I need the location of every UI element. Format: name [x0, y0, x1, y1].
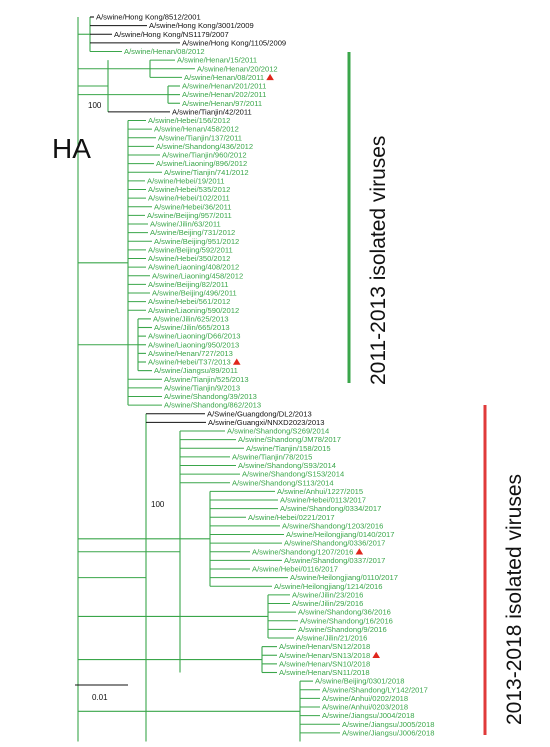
taxon-label: A/swine/Shandong/36/2016	[298, 608, 391, 617]
taxon-label: A/swine/Jiangsu/J005/2018	[342, 720, 434, 729]
taxon-label: A/swine/Shandong/16/2016	[300, 616, 393, 625]
figure-title: HA	[52, 133, 91, 164]
taxon-label: A/swine/Liaoning/D66/2013	[148, 332, 240, 341]
taxon-label: A/swine/Hebei/0116/2017	[252, 565, 338, 574]
taxon-label: A/swine/Jiangsu/89/2011	[154, 366, 238, 375]
taxon-label: A/swine/Henan/458/2012	[154, 125, 239, 134]
taxon-label: A/swine/Tianjin/9/2013	[164, 383, 240, 392]
taxon-label: A/swine/Tianjin/78/2015	[232, 452, 312, 461]
taxon-label: A/swine/Heilongjiang/1214/2016	[274, 582, 383, 591]
taxon-label: A/swine/Shandong/S113/2014	[232, 478, 334, 487]
taxon-label: A/swine/Henan/15/2011	[177, 56, 257, 65]
taxon-label: A/swine/Jilin/23/2016	[292, 590, 363, 599]
taxon-label: A/swine/Henan/97/2011	[182, 99, 262, 108]
taxon-label: A/swine/Beijing/957/2011	[147, 211, 232, 220]
scale-bar-label: 0.01	[92, 693, 108, 702]
taxon-label: A/Swine/Guangdong/DL2/2013	[207, 409, 312, 418]
taxon-label: A/swine/Hebei/0221/2017	[248, 513, 335, 522]
taxon-label: A/swine/Jilin/625/2013	[153, 314, 229, 323]
taxon-label: A/swine/Anhui/0203/2018	[322, 703, 408, 712]
taxon-label: A/swine/Shandong/S153/2014	[242, 470, 344, 479]
taxon-label: A/swine/Shandong/39/2013	[164, 392, 257, 401]
taxon-label: A/swine/Shandong/1207/2016	[252, 547, 353, 556]
red-triangle-marker-icon	[232, 358, 241, 365]
taxon-label: A/swine/Henan/SN13/2018	[279, 651, 370, 660]
taxon-label: A/swine/Shandong/1203/2016	[282, 521, 383, 530]
taxon-label: A/swine/Shandong/JM78/2017	[238, 435, 341, 444]
taxon-label: A/swine/Shandong/S93/2014	[238, 461, 336, 470]
bootstrap-value-1: 100	[88, 101, 102, 110]
taxon-label: A/swine/Beijing/592/2011	[148, 245, 233, 254]
taxon-label: A/swine/Henan/727/2013	[148, 349, 233, 358]
taxon-label: A/swine/Anhui/0202/2018	[322, 694, 408, 703]
taxon-label: A/swine/Shandong/LY142/2017	[322, 685, 428, 694]
taxon-label: A/swine/Hebei/19/2011	[147, 176, 225, 185]
taxon-label: A/swine/Hebei/350/2012	[148, 254, 230, 263]
taxon-label: A/swine/Hebei/156/2012	[148, 116, 230, 125]
taxon-markers	[232, 73, 380, 659]
red-triangle-marker-icon	[372, 651, 380, 659]
taxon-label: A/swine/Beijing/951/2012	[154, 237, 239, 246]
taxon-label: A/swine/Henan/SN12/2018	[279, 642, 370, 651]
taxon-label: A/swine/Henan/SN10/2018	[279, 659, 370, 668]
taxon-label: A/swine/Heilongjiang/0140/2017	[286, 530, 395, 539]
taxon-label: A/swine/Hebei/102/2011	[148, 194, 230, 203]
group-1-label: 2011-2013 isolated viruses	[367, 136, 390, 385]
taxon-label: A/swine/Tianjin/158/2015	[246, 444, 331, 453]
taxon-labels: A/swine/Hong Kong/8512/2001A/swine/Hong …	[96, 13, 434, 738]
taxon-label: A/swine/Hong Kong/1105/2009	[182, 38, 286, 47]
taxon-label: A/swine/Hebei/535/2012	[148, 185, 230, 194]
taxon-label: A/swine/Shandong/436/2012	[156, 142, 253, 151]
taxon-label: A/swine/Heilongjiang/0110/2017	[290, 573, 398, 582]
taxon-label: A/swine/Henan/SN11/2018	[279, 668, 370, 677]
taxon-label: A/swine/Henan/20/2012	[197, 64, 278, 73]
taxon-label: A/swine/Henan/202/2011	[182, 90, 266, 99]
taxon-label: A/swine/Jilin/21/2016	[296, 634, 367, 643]
taxon-label: A/swine/Shandong/0336/2017	[284, 539, 385, 548]
taxon-label: A/swine/Shandong/9/2016	[298, 625, 387, 634]
taxon-label: A/swine/Tianjin/741/2012	[164, 168, 249, 177]
taxon-label: A/swine/Beijing/496/2011	[152, 289, 237, 298]
taxon-label: A/swine/Beijing/82/2011	[148, 280, 229, 289]
taxon-label: A/swine/Hong Kong/NS1179/2007	[114, 30, 229, 39]
taxon-label: A/swine/Jilin/665/2013	[154, 323, 230, 332]
taxon-label: A/swine/Jiangsu/J004/2018	[322, 711, 414, 720]
taxon-label: A/swine/Tianjin/137/2011	[158, 133, 242, 142]
tree-branches	[77, 16, 340, 742]
taxon-label: A/swine/Henan/201/2011	[182, 82, 266, 91]
taxon-label: A/swine/Hebei/0113/2017	[280, 496, 366, 505]
group-2-label: 2013-2018 isolated viruses	[503, 474, 526, 725]
taxon-label: A/swine/Tianjin/42/2011	[172, 107, 252, 116]
taxon-label: A/swine/Shandong/S269/2014	[227, 427, 329, 436]
taxon-label: A/swine/Tianjin/525/2013	[164, 375, 249, 384]
taxon-label: A/swine/Hebei/561/2012	[148, 297, 230, 306]
taxon-label: A/swine/Henan/08/2012	[124, 47, 205, 56]
taxon-label: A/swine/Beijing/0301/2018	[315, 677, 405, 686]
taxon-label: A/swine/Liaoning/590/2012	[148, 306, 239, 315]
red-triangle-marker-icon	[355, 548, 364, 555]
taxon-label: A/swine/Hong Kong/3001/2009	[149, 21, 254, 30]
taxon-label: A/swine/Hong Kong/8512/2001	[96, 13, 201, 22]
taxon-label: A/swine/Shandong/0337/2017	[284, 556, 385, 565]
taxon-label: A/swine/Guangxi/NNXD2023/2013	[208, 418, 325, 427]
taxon-label: A/swine/Liaoning/408/2012	[148, 263, 239, 272]
taxon-label: A/swine/Beijing/731/2012	[150, 228, 235, 237]
taxon-label: A/swine/Shandong/0334/2017	[280, 504, 381, 513]
taxon-label: A/swine/Anhui/1227/2015	[277, 487, 363, 496]
red-triangle-marker-icon	[266, 73, 274, 81]
taxon-label: A/swine/Tianjin/960/2012	[162, 151, 247, 160]
taxon-label: A/swine/Henan/08/2011	[184, 73, 264, 82]
taxon-label: A/swine/Liaoning/950/2013	[148, 340, 239, 349]
taxon-label: A/swine/Jiangsu/J006/2018	[342, 728, 434, 737]
taxon-label: A/swine/Jilin/29/2016	[292, 599, 363, 608]
taxon-label: A/swine/Hebei/36/2011	[154, 202, 232, 211]
taxon-label: A/swine/Liaoning/458/2012	[152, 271, 243, 280]
taxon-label: A/swine/Hebei/T37/2013	[148, 358, 231, 367]
taxon-label: A/swine/Jilin/63/2011	[150, 220, 221, 229]
taxon-label: A/swine/Shandong/862/2013	[164, 401, 261, 410]
bootstrap-value-2: 100	[151, 500, 165, 509]
taxon-label: A/swine/Liaoning/896/2012	[156, 159, 247, 168]
